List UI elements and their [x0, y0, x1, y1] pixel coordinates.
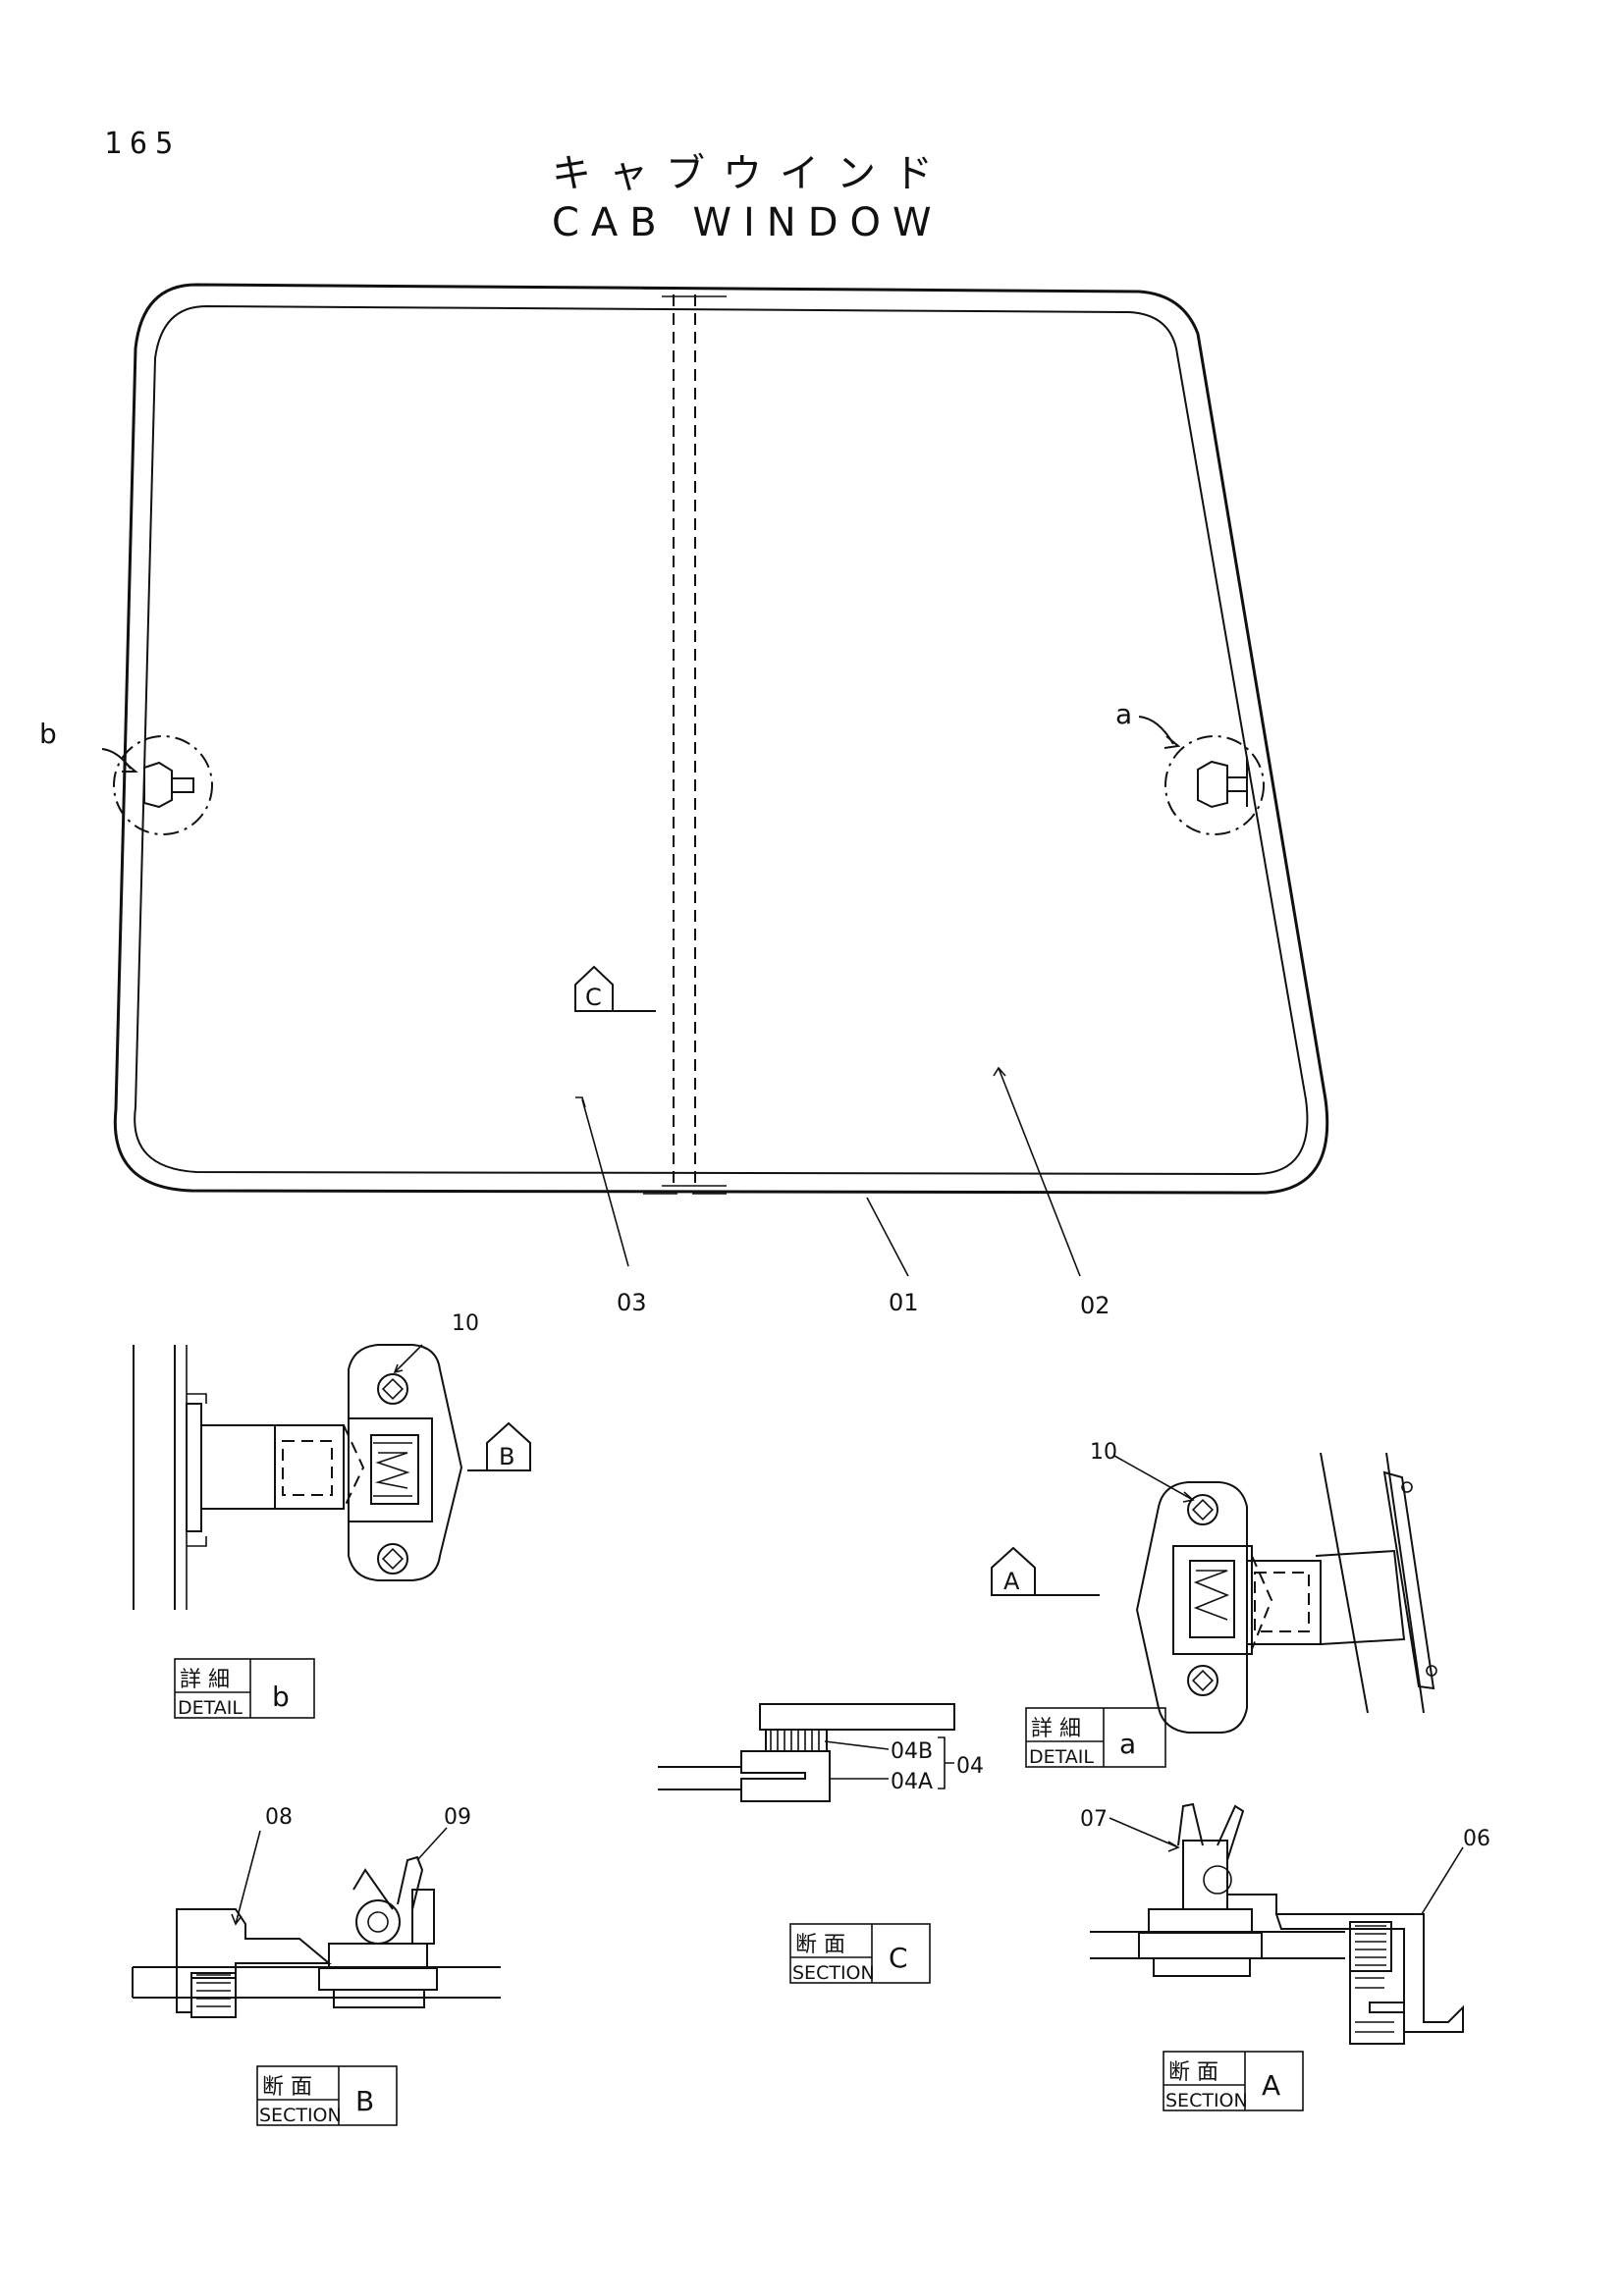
caption-detail-b-en: DETAIL	[178, 1697, 243, 1719]
page-number: 165	[104, 127, 181, 161]
caption-section-b-en: SECTION	[259, 2105, 342, 2126]
caption-section-c	[789, 1923, 931, 1984]
caption-section-a-letter: A	[1262, 2069, 1280, 2102]
title-english: CAB WINDOW	[552, 200, 944, 245]
caption-section-a	[1163, 2051, 1304, 2111]
section-a-arrow	[991, 1546, 1100, 1596]
part-label-03: 03	[617, 1289, 647, 1316]
detail-a-drawing	[1113, 1452, 1437, 1734]
section-a-drawing	[1090, 1802, 1464, 2045]
section-c-arrow	[574, 965, 656, 1012]
part-label-10-a: 10	[1090, 1440, 1117, 1465]
caption-section-b	[256, 2065, 398, 2126]
part-label-04A: 04A	[891, 1770, 933, 1794]
detail-a-circle	[1138, 716, 1265, 835]
caption-detail-a-letter: a	[1119, 1728, 1136, 1760]
caption-detail-a-jp: 詳 細	[1031, 1717, 1081, 1741]
detail-b-marker: b	[39, 718, 57, 750]
part-label-06: 06	[1463, 1827, 1490, 1851]
part-label-04B: 04B	[891, 1739, 933, 1764]
caption-detail-a-en: DETAIL	[1029, 1746, 1094, 1768]
section-c-drawing	[658, 1703, 955, 1802]
section-b-arrow-label: B	[499, 1443, 514, 1470]
part-label-02: 02	[1080, 1292, 1110, 1319]
caption-section-b-letter: B	[355, 2085, 374, 2117]
section-b-arrow	[467, 1421, 531, 1471]
part-label-09: 09	[444, 1805, 471, 1830]
section-b-drawing	[132, 1827, 501, 2018]
caption-section-c-en: SECTION	[792, 1962, 875, 1984]
caption-section-b-jp: 断 面	[262, 2075, 312, 2100]
caption-section-a-en: SECTION	[1165, 2090, 1248, 2111]
caption-detail-b-jp: 詳 細	[180, 1668, 230, 1692]
section-a-arrow-label: A	[1003, 1568, 1020, 1595]
detail-b-circle	[101, 735, 213, 835]
part-label-10-b: 10	[452, 1311, 479, 1336]
caption-section-a-jp: 断 面	[1168, 2060, 1218, 2085]
section-c-arrow-label: C	[585, 984, 602, 1011]
detail-b-drawing	[133, 1344, 463, 1610]
part-label-08: 08	[265, 1805, 293, 1830]
detail-a-marker: a	[1115, 698, 1132, 730]
caption-detail-b-letter: b	[272, 1681, 290, 1713]
caption-section-c-jp: 断 面	[795, 1933, 845, 1957]
caption-detail-a	[1025, 1707, 1166, 1768]
window-frame	[113, 283, 1329, 1195]
title-japanese: キャブウインド	[552, 151, 950, 196]
part-label-07: 07	[1080, 1807, 1108, 1832]
caption-section-c-letter: C	[889, 1942, 908, 1974]
center-divider	[643, 288, 727, 1195]
caption-detail-b	[174, 1658, 315, 1719]
part-label-04: 04	[956, 1754, 984, 1779]
part-label-01: 01	[889, 1289, 919, 1316]
main-leader-lines	[575, 1066, 1081, 1277]
